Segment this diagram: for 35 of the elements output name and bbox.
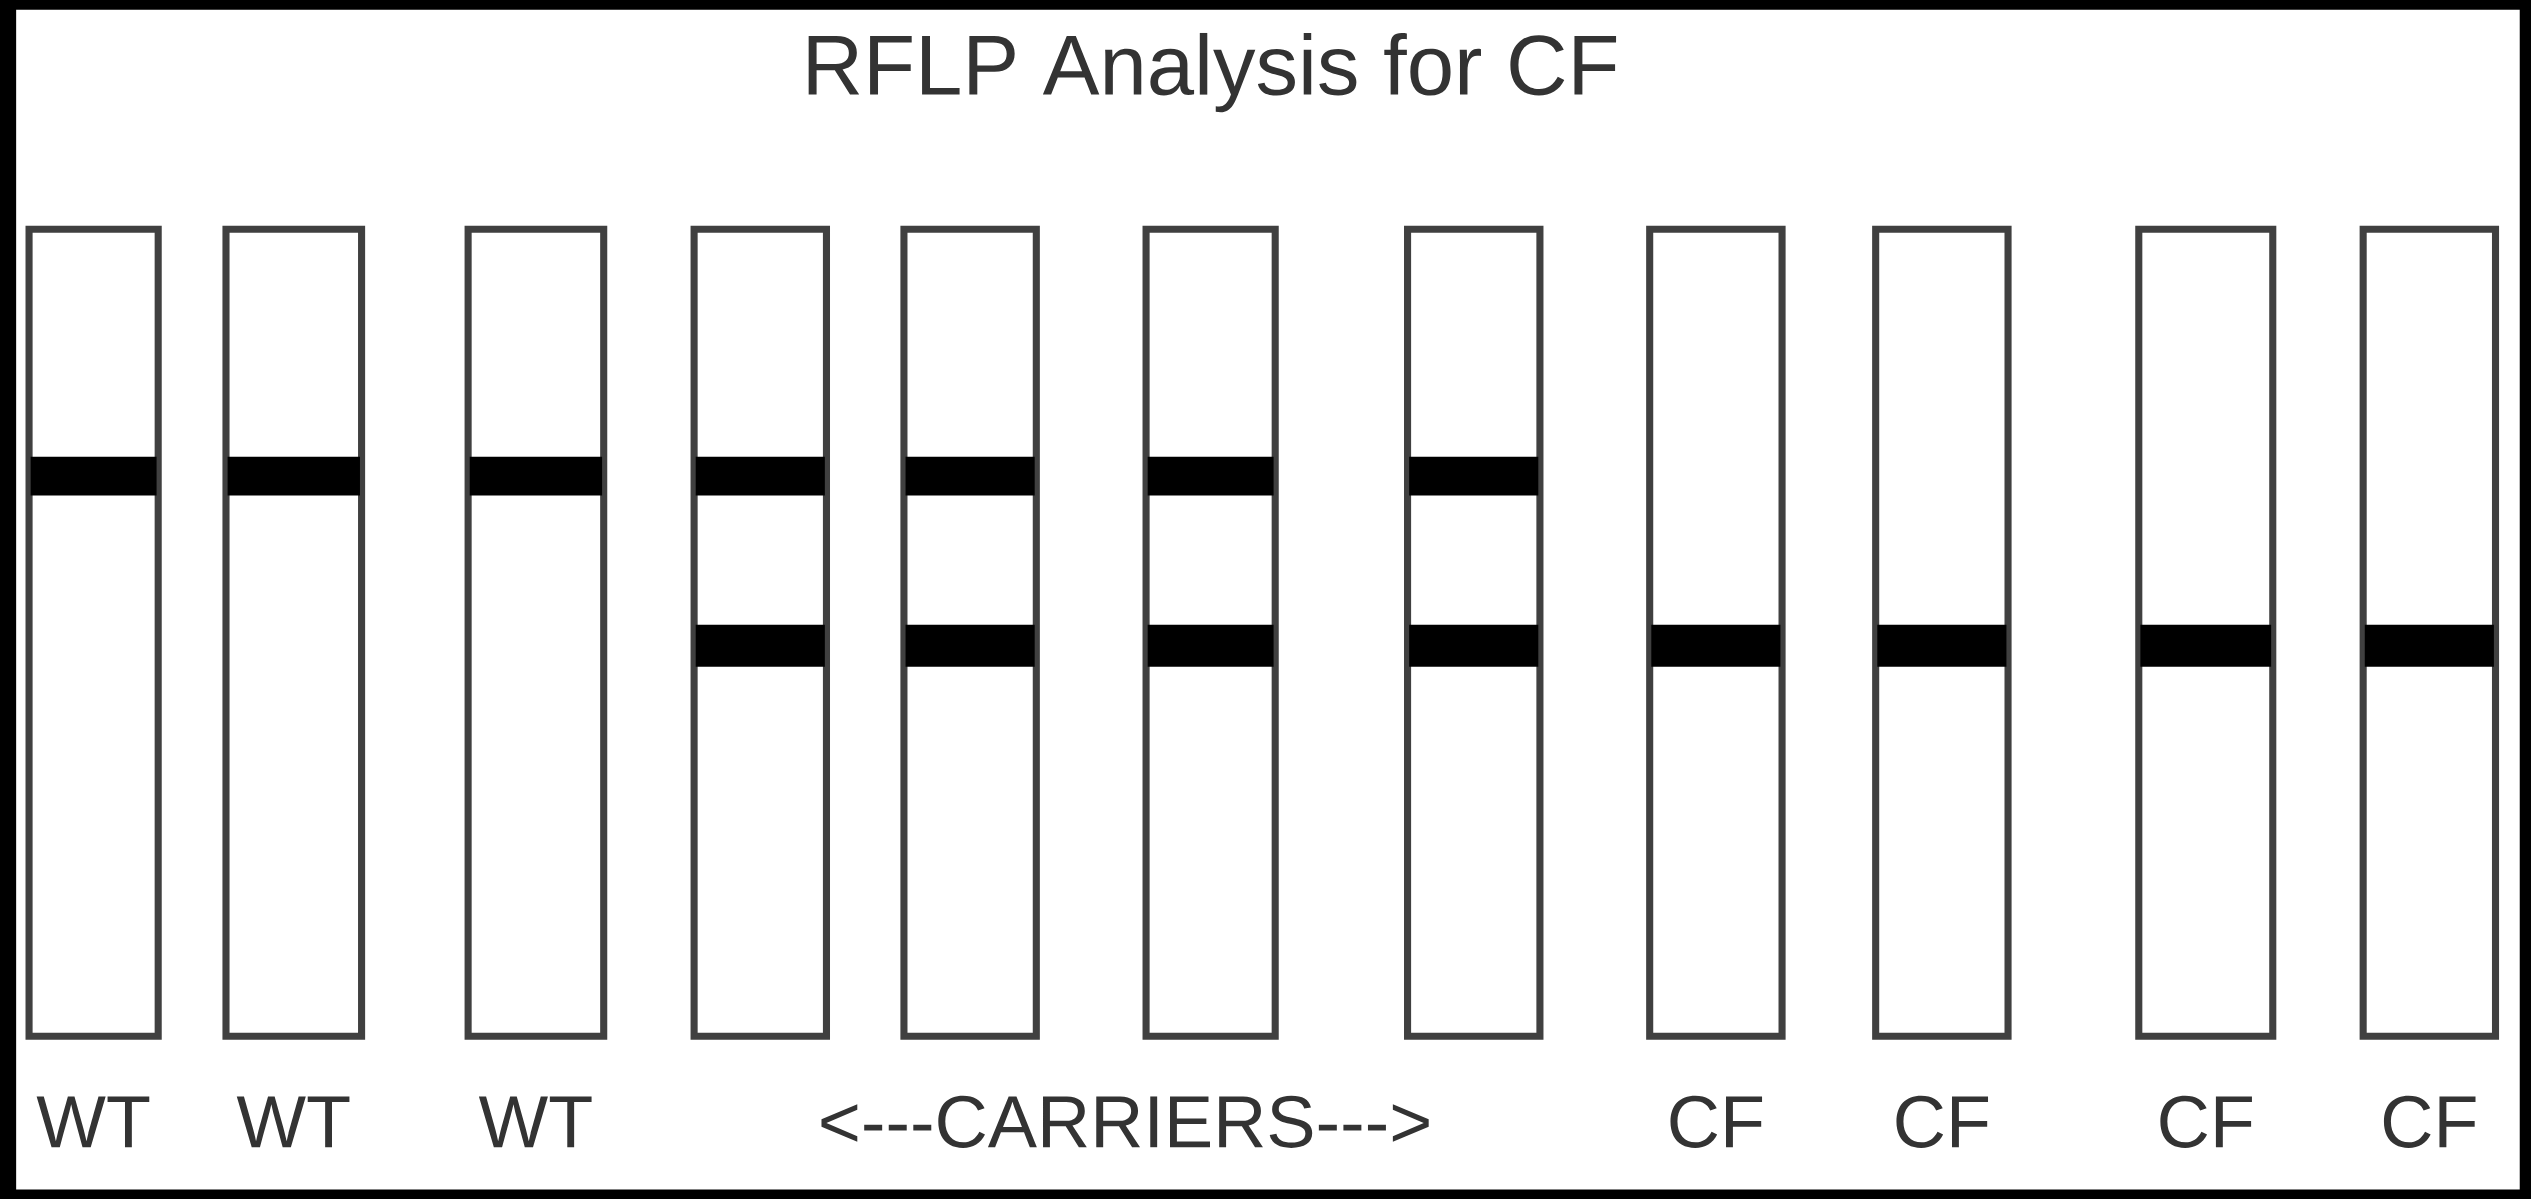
gel-lane (2359, 225, 2500, 1040)
gel-lane (690, 225, 830, 1040)
dna-band (30, 456, 157, 496)
lane-label: WT (36, 1096, 150, 1148)
gel-lane (464, 225, 608, 1040)
gel-lane (1872, 225, 2012, 1040)
gel-lane (1646, 225, 1786, 1040)
lane-label: WT (478, 1096, 592, 1148)
dna-band (1877, 624, 2007, 667)
dna-band (469, 456, 603, 496)
dna-band (1147, 624, 1274, 667)
dna-band (1409, 456, 1539, 496)
dna-band (905, 456, 1035, 496)
dna-band (1147, 456, 1274, 496)
gel-lane (222, 225, 366, 1040)
lane-label: CF (2160, 1095, 2252, 1148)
lane-label: CF (1670, 1095, 1763, 1148)
gel-lane (1404, 225, 1544, 1040)
lane-label: CF (2383, 1095, 2476, 1148)
title: RFLP Analysis for CF (808, 32, 1617, 113)
dna-band (2364, 624, 2494, 667)
lane-label: CF (1896, 1095, 1989, 1148)
dna-band (227, 456, 360, 496)
gel-lane (25, 225, 162, 1040)
dna-band (1651, 624, 1781, 667)
gel-lane (900, 225, 1040, 1040)
dna-band (905, 624, 1035, 667)
dna-band (1409, 624, 1539, 667)
dna-band (695, 624, 825, 667)
gel-lane (2135, 225, 2277, 1040)
group-label: <---CARRIERS---> (821, 1095, 1429, 1148)
dna-band (695, 456, 825, 496)
gel-lane (1142, 225, 1279, 1040)
lane-label: WT (236, 1096, 350, 1148)
dna-band (2140, 624, 2272, 667)
